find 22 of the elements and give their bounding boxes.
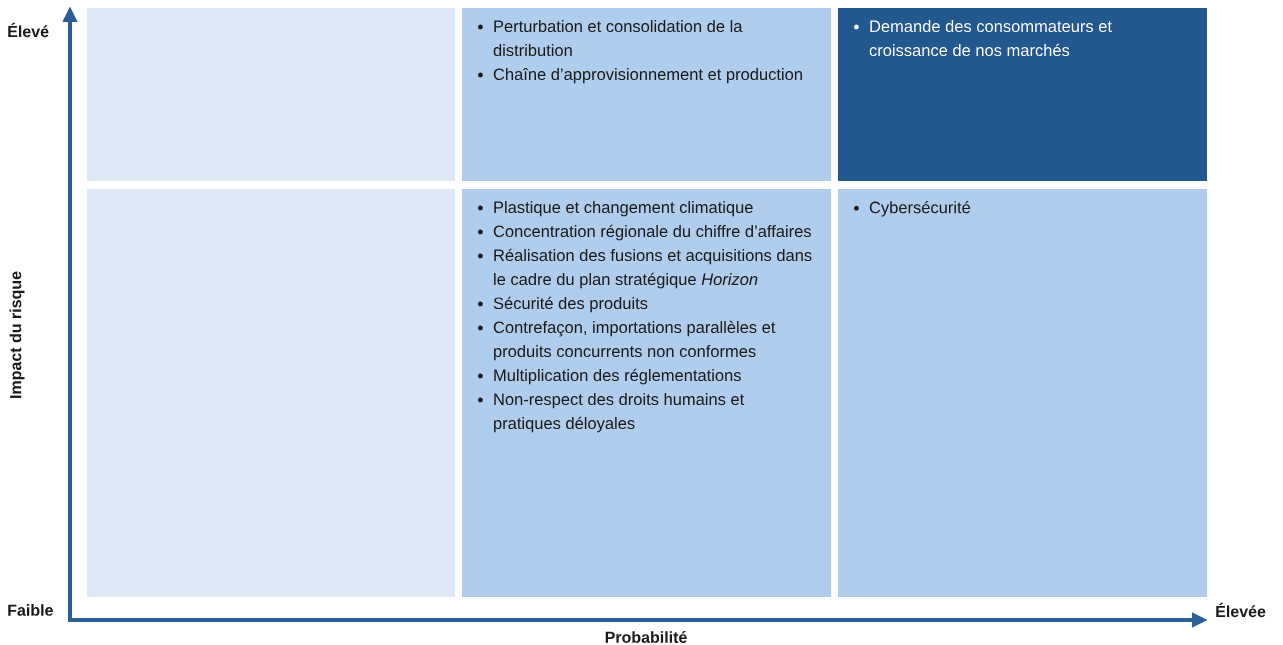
axis-label: Faible (8, 604, 53, 616)
list-item: Sécurité des produits (493, 296, 648, 313)
list-item: Multiplication des réglementations (494, 368, 741, 385)
quadrant-cell (462, 189, 831, 597)
axis-label: Élevé (8, 22, 49, 38)
quadrant-cell (838, 8, 1207, 181)
axis-label: Élevée (1216, 602, 1266, 618)
list-item: Non-respect des droits humains et pratiques déloyales (494, 393, 745, 433)
list-item: Cybersécurité (869, 201, 971, 217)
quadrant-cell (838, 189, 1207, 597)
list-item: Demande des consommateurs et croissance de nos marchés (869, 20, 1112, 57)
list-item: Contrefaçon, importations parallèles et produits concurrents non conformes (493, 320, 776, 361)
list-item: Réalisation des fusions et acquisitions dans le cadre du plan stratégique Horizon (494, 248, 812, 289)
quadrant-cell (462, 8, 831, 181)
axis-title: Impact du risque (9, 271, 25, 398)
quadrant-cell (87, 8, 455, 181)
list-item: Chaîne d’approvisionnement et production (493, 67, 802, 84)
list-item: Concentration régionale du chiffre d’affaires (493, 224, 811, 241)
list-item: Perturbation et consolidation de la distribution (493, 20, 743, 57)
list-item: Plastique et changement climatique (494, 201, 753, 217)
quadrant-cell (87, 189, 455, 597)
axis-title: Probabilité (605, 631, 687, 643)
